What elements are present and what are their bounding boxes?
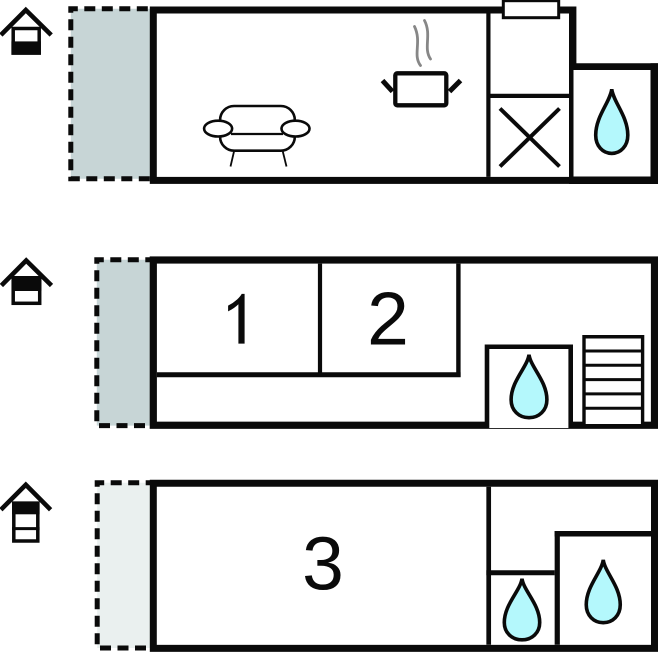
svg-text:3: 3	[302, 522, 344, 606]
svg-text:2: 2	[367, 277, 409, 361]
